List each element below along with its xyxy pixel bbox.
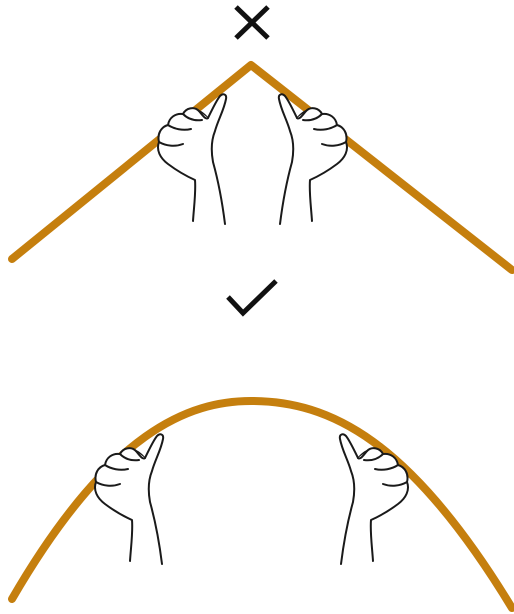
hand-right-bottom	[340, 434, 408, 564]
band-sharp-peak	[12, 65, 512, 270]
check-icon	[228, 281, 276, 313]
hand-left-bottom	[95, 434, 163, 564]
panel-correct	[12, 281, 512, 608]
cross-icon	[236, 7, 268, 38]
band-smooth-arch	[12, 401, 512, 608]
panel-incorrect	[12, 7, 512, 270]
hand-right-top	[279, 94, 347, 224]
hand-left-top	[158, 94, 226, 224]
